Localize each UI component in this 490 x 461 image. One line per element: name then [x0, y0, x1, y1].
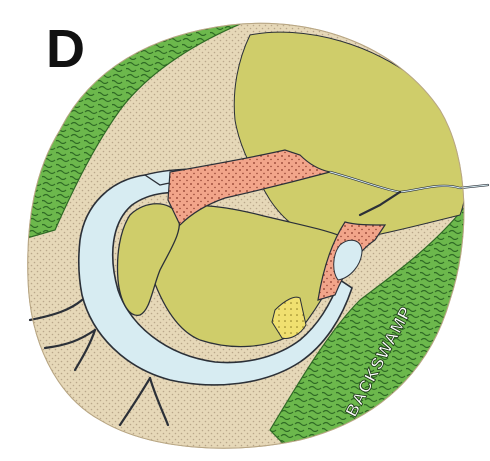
panel-label: D — [46, 22, 85, 76]
